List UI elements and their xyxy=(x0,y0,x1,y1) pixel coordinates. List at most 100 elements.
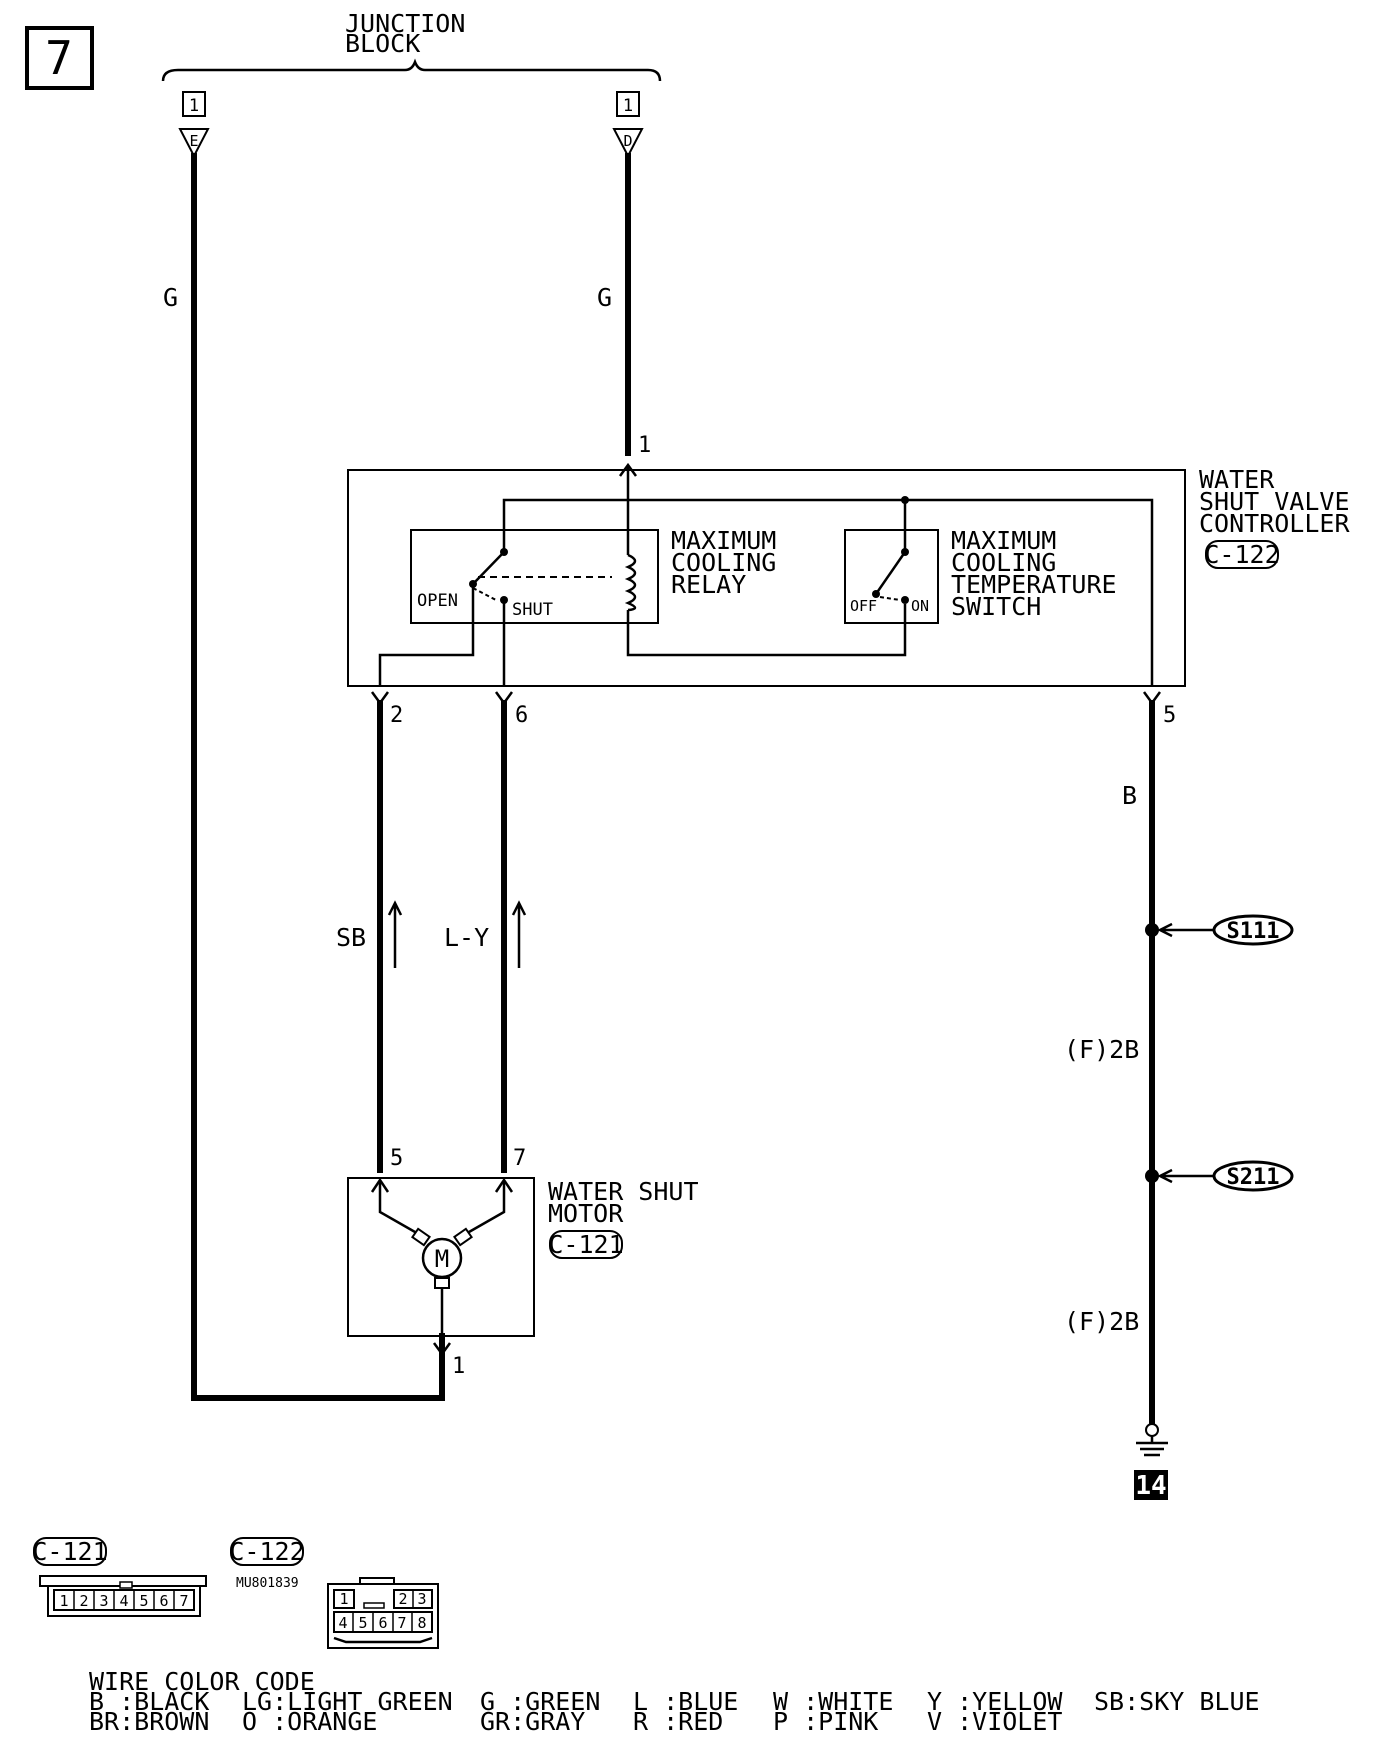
legend-c122-pin-2: 2 xyxy=(398,1590,407,1608)
splice-s111-arrow xyxy=(1157,922,1215,938)
legend-c122-tag: C-122 xyxy=(229,1537,304,1566)
wcc-row1-6: Y :YELLOW xyxy=(927,1687,1063,1716)
junction-block-label-1: JUNCTION xyxy=(345,9,465,38)
wcc-row1-4: L :BLUE xyxy=(633,1687,738,1716)
motor-symbol-label: M xyxy=(435,1245,449,1273)
legend-c122-pin-7: 7 xyxy=(397,1614,406,1632)
temp-switch-contact-on xyxy=(901,596,909,604)
wcc-row2-6: V :VIOLET xyxy=(927,1707,1062,1736)
wire-label-f2b-1: (F)2B xyxy=(1064,1035,1139,1064)
motor-lead-left xyxy=(378,1180,423,1238)
relay-label-1: MAXIMUM xyxy=(671,526,776,555)
wire-label-right-g: G xyxy=(597,283,612,312)
motor-lead-right xyxy=(461,1180,506,1238)
relay-contact-common xyxy=(469,580,477,588)
terminal-left-triangle xyxy=(178,128,210,159)
terminal-right-pin: D xyxy=(623,132,632,150)
temp-switch-contact-off xyxy=(872,590,880,598)
relay-label-2: COOLING xyxy=(671,548,776,577)
legend-c122-pins: 1 2 3 4 5 6 7 8 xyxy=(333,1589,433,1644)
controller-out-2 xyxy=(378,585,475,686)
wire-label-left-g: G xyxy=(163,283,178,312)
wcc-row1-3: G :GREEN xyxy=(480,1687,600,1716)
splice-s211-tag: S211 xyxy=(1227,1165,1280,1190)
wire-label-b: B xyxy=(1122,781,1137,810)
temp-switch-label-3: TEMPERATURE xyxy=(951,570,1117,599)
legend-c122-tag-frame xyxy=(230,1537,304,1566)
legend-c121-pin-3: 3 xyxy=(99,1592,108,1610)
legend-c122-pin-1: 1 xyxy=(339,1590,348,1608)
controller-label-1: WATER xyxy=(1199,465,1275,494)
motor-symbol xyxy=(421,1237,463,1279)
ground-symbol xyxy=(1136,1436,1168,1457)
relay-switch-blade xyxy=(472,551,505,585)
pin-controller-2: 2 xyxy=(390,703,403,728)
temp-switch-box xyxy=(844,529,939,624)
motor-connector-tag: C-121 xyxy=(548,1230,623,1259)
ground-ref: 14 xyxy=(1135,1471,1166,1501)
splice-s211-tag-frame xyxy=(1212,1160,1294,1192)
wcc-row1-7: SB:SKY BLUE xyxy=(1094,1687,1260,1716)
terminal-left-pin: E xyxy=(189,132,198,150)
motor-brush-left xyxy=(411,1227,431,1247)
temp-switch-label-1: MAXIMUM xyxy=(951,526,1056,555)
junction-block-brace xyxy=(161,58,662,82)
pin-motor-5: 5 xyxy=(390,1146,403,1171)
wcc-row2-3: GR:GRAY xyxy=(480,1707,585,1736)
legend-c121-pin-6: 6 xyxy=(159,1592,168,1610)
controller-label-3: CONTROLLER xyxy=(1199,509,1350,538)
ground-ref-box xyxy=(1134,1470,1168,1500)
legend-c121-pin-5: 5 xyxy=(139,1592,148,1610)
terminal-right-triangle xyxy=(612,128,644,159)
legend-c122-top-tab xyxy=(359,1577,395,1585)
temp-switch-label-4: SWITCH xyxy=(951,592,1041,621)
legend-c121-key xyxy=(119,1581,133,1589)
legend-c122-pin-5: 5 xyxy=(358,1614,367,1632)
legend-c121-tag: C-121 xyxy=(32,1537,107,1566)
legend-c122-pin-4: 4 xyxy=(338,1614,347,1632)
terminal-right-connector-box xyxy=(616,91,640,117)
controller-coil-return xyxy=(626,604,907,657)
junction-block-label-2: BLOCK xyxy=(345,29,420,58)
controller-top-bus xyxy=(502,498,1154,686)
relay-label-3: RELAY xyxy=(671,570,746,599)
legend-c121-pin-4: 4 xyxy=(119,1592,128,1610)
wire-color-code-title: WIRE COLOR CODE xyxy=(89,1667,315,1696)
pin-motor-7: 7 xyxy=(513,1146,526,1171)
page-number-box xyxy=(25,26,94,90)
ground-terminal xyxy=(1145,1423,1159,1437)
legend-c121-pin-1: 1 xyxy=(59,1592,68,1610)
temp-switch-contact-top xyxy=(901,548,909,556)
wcc-row1-5: W :WHITE xyxy=(773,1687,893,1716)
temp-switch-dashed xyxy=(879,596,901,601)
motor-brush-bottom xyxy=(434,1277,450,1289)
controller-connector-tag: C-122 xyxy=(1204,540,1279,569)
legend-c121-pin-7: 7 xyxy=(179,1592,188,1610)
splice-s211-dot xyxy=(1145,1169,1159,1183)
legend-c122-pin-8: 8 xyxy=(417,1614,426,1632)
legend-c122-part: MU801839 xyxy=(236,1576,299,1591)
relay-box xyxy=(410,529,659,624)
relay-open-label: OPEN xyxy=(417,591,458,611)
motor-label-2: MOTOR xyxy=(548,1199,624,1228)
pin-controller-5: 5 xyxy=(1163,703,1176,728)
controller-connector-tag-frame xyxy=(1205,540,1279,569)
legend-c122-pin-6: 6 xyxy=(378,1614,387,1632)
controller-label-2: SHUT VALVE xyxy=(1199,487,1350,516)
wcc-row2-2: O :ORANGE xyxy=(242,1707,377,1736)
terminal-left-connector: 1 xyxy=(189,96,199,116)
wcc-row1-2: LG:LIGHT GREEN xyxy=(242,1687,453,1716)
pin-arrow-motor-1 xyxy=(432,1342,452,1357)
wire-left-g xyxy=(191,153,445,1401)
temp-switch-label-2: COOLING xyxy=(951,548,1056,577)
wcc-row2-5: P :PINK xyxy=(773,1707,878,1736)
motor-label-1: WATER SHUT xyxy=(548,1177,699,1206)
motor-brush-right xyxy=(453,1227,473,1247)
pin-controller-1: 1 xyxy=(638,433,651,458)
motor-connector-tag-frame xyxy=(549,1230,623,1259)
legend-c122-pin-3: 3 xyxy=(417,1590,426,1608)
pin-controller-6: 6 xyxy=(515,703,528,728)
relay-shut-label: SHUT xyxy=(512,600,553,620)
page-number: 7 xyxy=(45,31,73,85)
